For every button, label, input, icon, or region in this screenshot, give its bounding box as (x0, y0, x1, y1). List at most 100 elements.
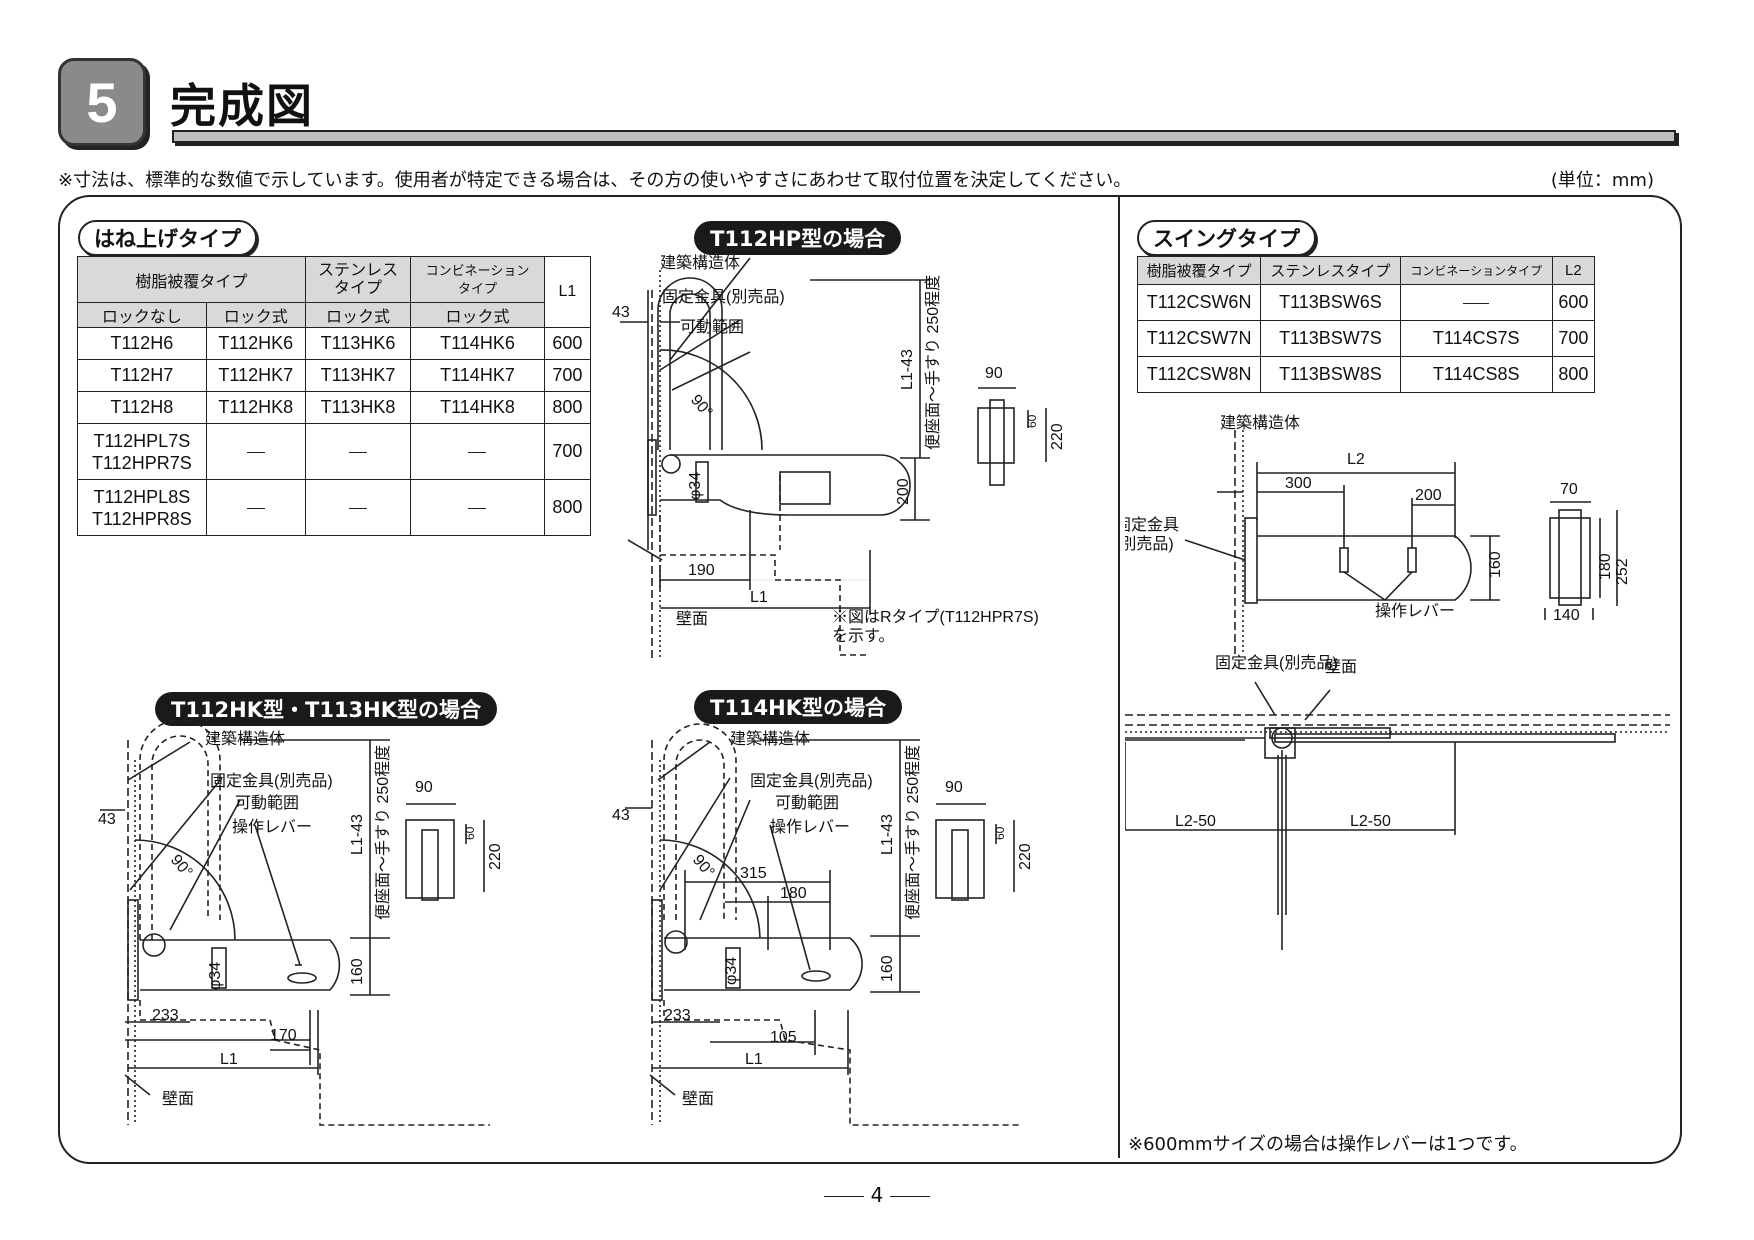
hp-dim-220: 220 (1049, 423, 1066, 450)
hk4-height: 便座面～手すり 250程度 (904, 745, 922, 920)
hk-dim-90: 90 (415, 779, 433, 796)
head-resin: 樹脂被覆タイプ (77, 256, 306, 303)
hp-dim-90: 90 (985, 365, 1003, 382)
swing-dim-300: 300 (1285, 475, 1312, 492)
title-rule (172, 130, 1676, 143)
swing-lever-label: 操作レバー (1375, 602, 1455, 620)
panel-divider (1118, 197, 1120, 1158)
cell: T112CSW6N (1136, 284, 1262, 321)
section-number: 5 (58, 58, 146, 146)
flip-up-spec-table: 樹脂被覆タイプ ステンレス タイプ コンビネーション タイプ L1 ロックなし … (77, 256, 592, 536)
hk4-diagram-title: T114HK型の場合 (694, 690, 903, 724)
cell: T113BSW8S (1260, 356, 1401, 393)
swing-dim-70: 70 (1560, 481, 1578, 498)
swing-bracket2-label: 固定金具(別売品) (1215, 654, 1338, 672)
swing-dim-l2-50-right: L2-50 (1350, 813, 1391, 830)
hk4-dim-105: 105 (770, 1029, 797, 1046)
hk-dim-l1: L1 (220, 1051, 238, 1068)
hp-wall-label: 壁面 (676, 609, 708, 628)
swing-dim-252: 252 (1614, 558, 1631, 585)
cell: T112HK6 (205, 327, 306, 360)
cell: T112HK8 (205, 391, 306, 424)
swing-bracket-label: 固定金具(別売品) (1125, 516, 1179, 553)
cell: T112CSW7N (1136, 320, 1262, 357)
cell: T114CS7S (1399, 320, 1553, 357)
hk4-range-label: 可動範囲 (775, 794, 839, 812)
dash-cell (410, 479, 545, 536)
cell: T114HK7 (410, 359, 545, 392)
hk4-dim-l1-43: L1-43 (879, 814, 896, 855)
section-title: 完成図 (170, 79, 314, 133)
head-lock-2: ロック式 (304, 302, 412, 328)
cell: T113BSW7S (1260, 320, 1401, 357)
hp-bracket-label: 固定金具(別売品) (662, 288, 785, 306)
hk4-dim-43: 43 (612, 807, 630, 824)
cell: T112HPL8S T112HPR8S (77, 479, 207, 536)
hk4-dim-233: 233 (664, 1007, 691, 1024)
hk-dim-170: 170 (270, 1027, 297, 1044)
head-l1: L1 (543, 256, 592, 328)
content-panel (58, 195, 1682, 1164)
swing-type-title: スイングタイプ (1137, 220, 1316, 256)
table-row: T112H6 T112HK6 T113HK6 T114HK6 600 (77, 327, 592, 360)
hk-lever-label: 操作レバー (232, 818, 312, 836)
hk4-bracket-label: 固定金具(別売品) (750, 772, 873, 790)
dash-cell (205, 423, 306, 480)
dash-cell (304, 423, 412, 480)
hk-diagram: 建築構造体 固定金具(別売品) 可動範囲 操作レバー 43 90° φ34 16… (98, 720, 504, 1126)
cell: 600 (543, 327, 592, 360)
cell: T112H8 (77, 391, 207, 424)
page-number-text: 4 (870, 1183, 884, 1207)
hp-phi: φ34 (687, 472, 704, 500)
dash-cell (1399, 284, 1553, 321)
cell: T114CS8S (1399, 356, 1553, 393)
cell: T112H6 (77, 327, 207, 360)
hk4-dim-315: 315 (740, 865, 767, 882)
cell: T113HK7 (304, 359, 412, 392)
hk-structure-label: 建築構造体 (205, 730, 285, 748)
cell: T113BSW6S (1260, 284, 1401, 321)
swing-dim-140: 140 (1553, 607, 1580, 624)
hp-dim-200: 200 (895, 478, 912, 505)
hk-range-label: 可動範囲 (235, 794, 299, 812)
hk4-lever-label: 操作レバー (770, 818, 850, 836)
hp-height: 便座面～手すり 250程度 (924, 275, 942, 450)
hk-dim-160: 160 (349, 958, 366, 985)
head-lock-3: ロック式 (410, 302, 545, 328)
hp-dim-43: 43 (612, 304, 630, 321)
cell: T112CSW8N (1136, 356, 1262, 393)
swing-dim-l2-50-left: L2-50 (1175, 813, 1216, 830)
hk4-dim-220: 220 (1017, 843, 1034, 870)
head-stainless: ステンレスタイプ (1260, 256, 1401, 285)
cell: T114HK8 (410, 391, 545, 424)
hk4-wall-label: 壁面 (682, 1089, 714, 1108)
head-nolock: ロックなし (77, 302, 207, 328)
top-note: ※寸法は、標準的な数値で示しています。使用者が特定できる場合は、その方の使いやす… (58, 170, 1132, 191)
swing-diagram: 30 建築構造体 L2 300 200 160 固定金具(別売品) 操作レバー … (1125, 414, 1670, 950)
swing-wall-label: 壁面 (1325, 657, 1357, 676)
hk-wall-label: 壁面 (162, 1089, 194, 1108)
dash-cell (410, 423, 545, 480)
cell: 800 (543, 391, 592, 424)
hk4-dim-90: 90 (945, 779, 963, 796)
head-combo: コンビネーション タイプ (410, 256, 545, 303)
page-number: 4 (0, 1183, 1754, 1207)
cell: 700 (1551, 320, 1596, 357)
table-row: T112HPL8S T112HPR8S 800 (77, 479, 592, 536)
cell: T112H7 (77, 359, 207, 392)
hk4-phi: φ34 (723, 957, 740, 985)
hk4-dim-60: 60 (993, 826, 1007, 840)
unit-label: (単位：mm) (1550, 170, 1654, 191)
table-row: T112CSW8N T113BSW8S T114CS8S 800 (1136, 356, 1596, 393)
cell: 800 (1551, 356, 1596, 393)
swing-dim-l2: L2 (1347, 451, 1365, 468)
swing-spec-table: 樹脂被覆タイプ ステンレスタイプ コンビネーションタイプ L2 T112CSW6… (1136, 256, 1596, 393)
table-row: T112CSW7N T113BSW7S T114CS7S 700 (1136, 320, 1596, 357)
hk-height: 便座面～手すり 250程度 (374, 745, 392, 920)
cell: 700 (543, 359, 592, 392)
hp-dim-l1: L1 (750, 589, 768, 606)
hk4-dim-160: 160 (879, 955, 896, 982)
hk4-dim-l1: L1 (745, 1051, 763, 1068)
dash-cell (304, 479, 412, 536)
cell: T112HK7 (205, 359, 306, 392)
